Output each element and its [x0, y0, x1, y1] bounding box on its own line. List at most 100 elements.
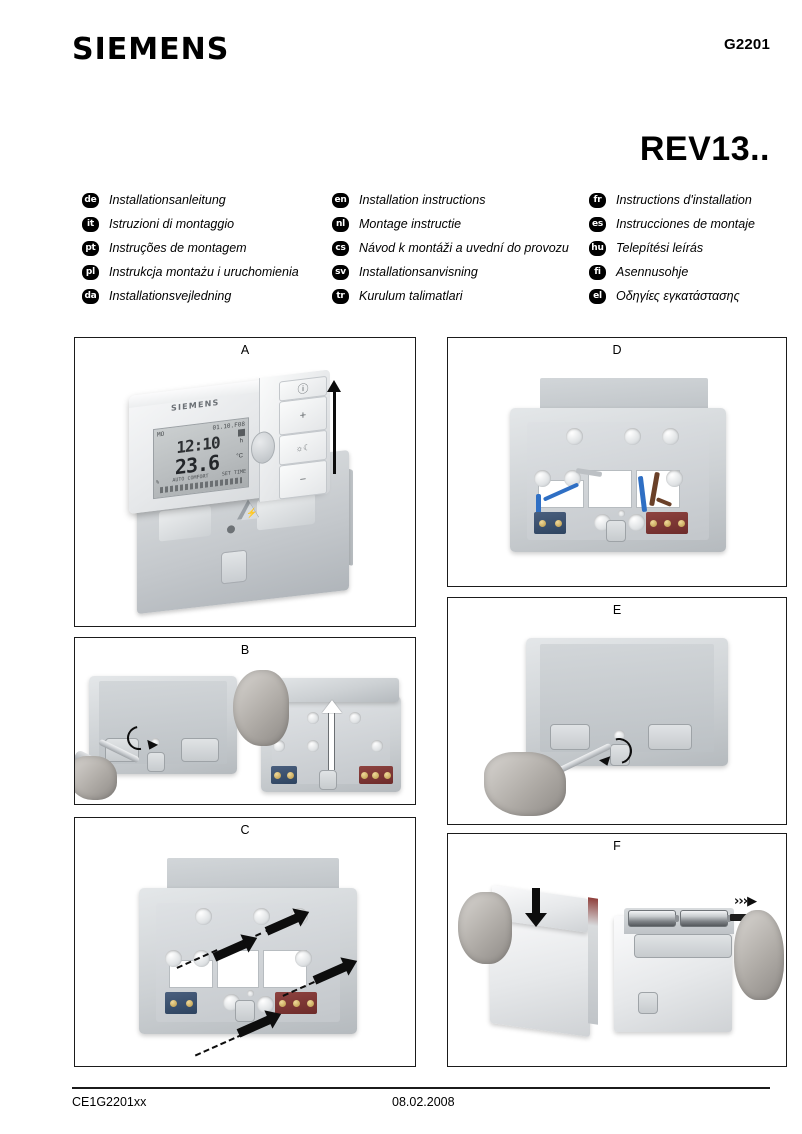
mounting-hole-top: [253, 908, 270, 925]
wire-neutral-blue-drop: [536, 494, 541, 516]
language-badge-en: en: [332, 192, 349, 208]
mounting-hole: [662, 428, 679, 445]
fixing-screw: [614, 730, 625, 741]
mounting-hole: [307, 740, 319, 752]
language-badge-pl: pl: [82, 264, 99, 280]
device-button-column: ⓘ + ☼☾ −: [279, 375, 327, 500]
language-row: it Istruzioni di montaggio: [82, 212, 330, 236]
battery-cell-2: [680, 910, 731, 927]
language-label: Kurulum talimatlari: [359, 289, 463, 303]
terminal-screw: [292, 999, 300, 1007]
hand-holding-screwdriver: [75, 756, 117, 800]
language-badge-tr: tr: [332, 288, 349, 304]
figure-panel-a: A SIEMENS MO: [74, 337, 416, 627]
device-front-housing: SIEMENS MO 01.10.F08 12:10 h 23.6 °C: [129, 369, 330, 515]
terminal-screw: [554, 519, 562, 527]
terminal-screw: [663, 519, 671, 527]
language-row: fi Asennusohje: [589, 260, 784, 284]
language-label: Instructions d'installation: [616, 193, 752, 207]
language-row: hu Telepítési leírás: [589, 236, 784, 260]
device-rear-view: [89, 676, 237, 774]
figure-panel-b: B: [74, 637, 416, 805]
siemens-logo: SIEMENS: [72, 32, 230, 67]
footer-divider: [72, 1087, 770, 1089]
language-row: fr Instructions d'installation: [589, 188, 784, 212]
terminal-screw: [287, 771, 294, 779]
rear-clip-right: [181, 738, 219, 762]
mounting-hole: [624, 428, 641, 445]
language-badge-el: el: [589, 288, 606, 304]
terminal-block-red: [359, 766, 393, 784]
language-row: es Instrucciones de montaje: [589, 212, 784, 236]
language-label: Montage instructie: [359, 217, 462, 231]
language-row: da Installationsvejledning: [82, 284, 330, 308]
mounting-hole-right: [295, 950, 312, 967]
pull-direction-arrows-icon: ›››▶: [734, 894, 757, 909]
mounting-hole: [349, 712, 361, 724]
language-column-2: en Installation instructions nl Montage …: [332, 188, 587, 308]
insert-down-arrow-icon: [525, 888, 547, 927]
battery-retaining-strap: [634, 934, 732, 958]
language-label: Asennusohje: [616, 265, 689, 279]
cable-aperture-center: [588, 470, 632, 508]
terminal-screw: [361, 771, 369, 779]
fixing-screw: [151, 738, 160, 747]
mounting-hole: [566, 428, 583, 445]
figure-b-illustration: [75, 656, 415, 800]
device-lcd-display: MO 01.10.F08 12:10 h 23.6 °C % AUTO COMF…: [153, 417, 249, 500]
language-badge-es: es: [589, 216, 606, 232]
lcd-time-unit: h: [239, 438, 243, 445]
cable-strap: [147, 752, 165, 772]
mounting-hole: [195, 908, 212, 925]
minus-button[interactable]: −: [279, 459, 327, 500]
language-row: cs Návod k montáži a uvední do provozu: [332, 236, 587, 260]
cable-strap: [319, 770, 337, 790]
figure-panel-e: E: [447, 597, 787, 825]
mounting-hole: [628, 514, 645, 531]
terminal-screw: [383, 771, 391, 779]
terminal-screw: [538, 519, 546, 527]
language-row: pl Instrukcja montażu i uruchomienia: [82, 260, 330, 284]
terminal-screw: [306, 999, 314, 1007]
mounting-hole-left: [165, 950, 182, 967]
language-label: Instrucciones de montaje: [616, 217, 755, 231]
product-model-title: REV13..: [639, 130, 770, 168]
lcd-status-left: %: [156, 479, 160, 486]
language-label: Instrukcja montażu i uruchomienia: [109, 265, 299, 279]
cable-strap-right: [638, 992, 658, 1014]
language-badge-it: it: [82, 216, 99, 232]
cable-strap: [610, 744, 630, 766]
document-number: G2201: [723, 36, 770, 53]
language-row: nl Montage instructie: [332, 212, 587, 236]
figure-label-b: B: [240, 643, 250, 657]
battery-cell-1: [628, 910, 679, 927]
terminal-screw: [278, 999, 286, 1007]
mounted-unit-rear-view: [526, 638, 728, 766]
language-label: Installationsvejledning: [109, 289, 232, 303]
figure-panel-d: D: [447, 337, 787, 587]
language-badge-da: da: [82, 288, 99, 304]
figure-c-illustration: [75, 836, 415, 1062]
terminal-block-blue: [271, 766, 297, 784]
figure-label-a: A: [240, 343, 250, 357]
hand-pulling-strip: [734, 910, 784, 1000]
hand-lifting-unit: [233, 670, 289, 746]
slide-up-arrow-icon: [327, 380, 340, 474]
wall-base-plate-wired: [510, 408, 726, 552]
base-release-tab: [221, 549, 247, 585]
terminal-screw: [169, 999, 177, 1007]
language-column-1: de Installationsanleitung it Istruzioni …: [82, 188, 330, 308]
center-screw: [618, 510, 625, 517]
terminal-screw: [372, 771, 380, 779]
footer-date: 08.02.2008: [392, 1095, 455, 1109]
cable-strap: [606, 520, 626, 542]
language-row: sv Installationsanvisning: [332, 260, 587, 284]
mounting-hole: [666, 470, 683, 487]
language-badge-pt: pt: [82, 240, 99, 256]
cable-strap: [235, 1000, 255, 1022]
terminal-screw: [677, 519, 685, 527]
base-vent-left: [159, 505, 211, 542]
rear-clip-left: [550, 724, 590, 750]
figure-a-illustration: SIEMENS MO 01.10.F08 12:10 h 23.6 °C: [75, 356, 415, 622]
